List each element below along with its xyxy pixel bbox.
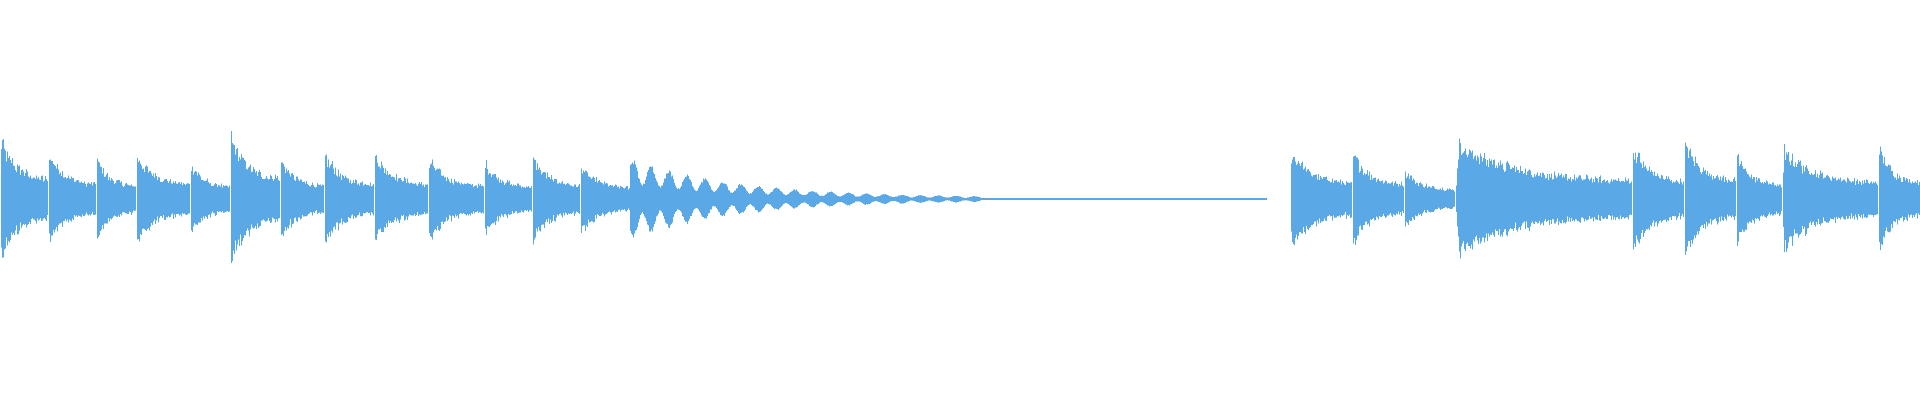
waveform-columns [1,130,1920,263]
waveform-path [1,130,1920,263]
